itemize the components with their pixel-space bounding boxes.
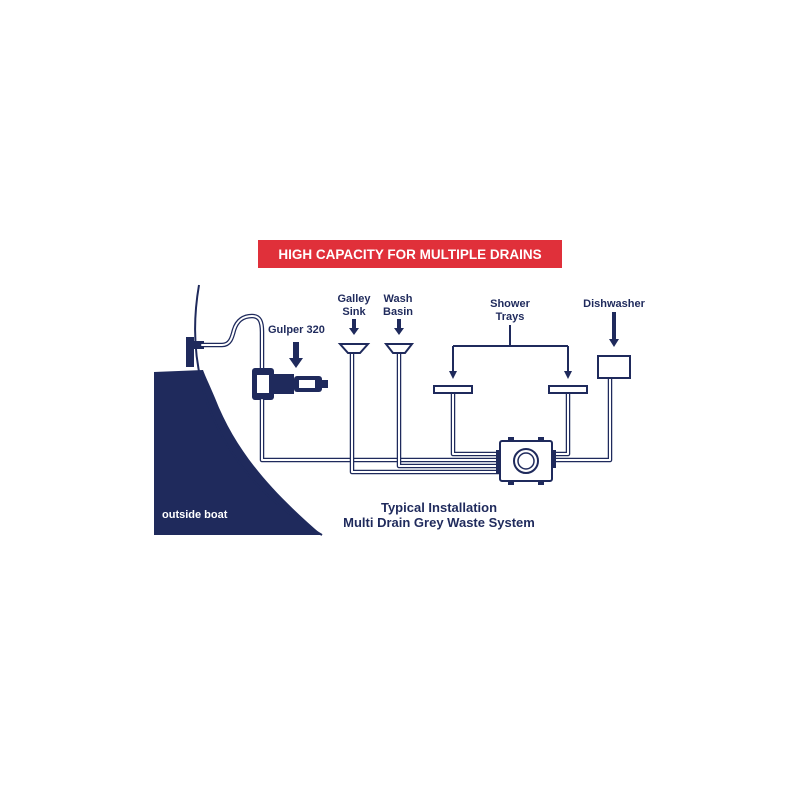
- shower-tray-right-pipe: [549, 390, 571, 457]
- pump-inlet-pipe: [259, 397, 503, 463]
- caption-line2: Multi Drain Grey Waste System: [343, 515, 535, 530]
- shower-trays-bracket: [452, 325, 569, 372]
- discharge-pipe: [199, 313, 265, 371]
- galley-sink-pipe-inner: [351, 352, 501, 473]
- wash-basin-label-line1: Wash: [384, 293, 413, 305]
- shower-trays-label-line2: Trays: [496, 311, 525, 323]
- hull-line: [194, 284, 323, 536]
- wash-basin-pipe-inner: [398, 352, 501, 467]
- through-hull-fitting: [186, 337, 194, 367]
- dishwasher-label: Dishwasher: [583, 298, 645, 310]
- shower-tray-left-pipe-inner: [452, 392, 501, 455]
- galley-sink: [337, 343, 371, 354]
- shower-tray-left-arrowhead: [449, 371, 457, 379]
- dishwasher-pipe-inner: [551, 377, 611, 461]
- shower-tray-left: [433, 385, 473, 394]
- shower-tray-right-arrowhead: [564, 371, 572, 379]
- gulper-320-pump: [252, 368, 328, 400]
- shower-trays-label-line1: Shower: [490, 298, 530, 310]
- outside-boat-label: outside boat: [162, 509, 228, 521]
- dishwasher-arrow: [609, 312, 619, 347]
- banner-text: HIGH CAPACITY FOR MULTIPLE DRAINS: [278, 247, 541, 262]
- shower-tray-right-pipe-inner: [551, 392, 569, 455]
- wash-basin-pipe: [396, 350, 503, 469]
- discharge-pipe-inner: [201, 315, 263, 369]
- banner-background: [258, 240, 562, 268]
- shower-tray-right: [548, 385, 588, 394]
- galley-sink-arrow: [349, 319, 359, 335]
- wash-basin: [383, 343, 415, 354]
- galley-sink-label-line1: Galley: [337, 293, 371, 305]
- hull-outside-boat: [154, 370, 322, 535]
- pump-pointer-arrow: [289, 342, 303, 368]
- galley-sink-label-line2: Sink: [342, 306, 366, 318]
- caption-line1: Typical Installation: [381, 500, 497, 515]
- wash-basin-arrow: [394, 319, 404, 335]
- shower-tray-left-pipe: [450, 390, 503, 457]
- manifold-box: [496, 437, 556, 485]
- through-hull-flange: [194, 341, 204, 349]
- dishwasher-unit: [597, 355, 631, 379]
- pump-inlet-pipe-inner: [261, 399, 501, 461]
- wash-basin-label-line2: Basin: [383, 306, 413, 318]
- pump-label: Gulper 320: [268, 324, 325, 336]
